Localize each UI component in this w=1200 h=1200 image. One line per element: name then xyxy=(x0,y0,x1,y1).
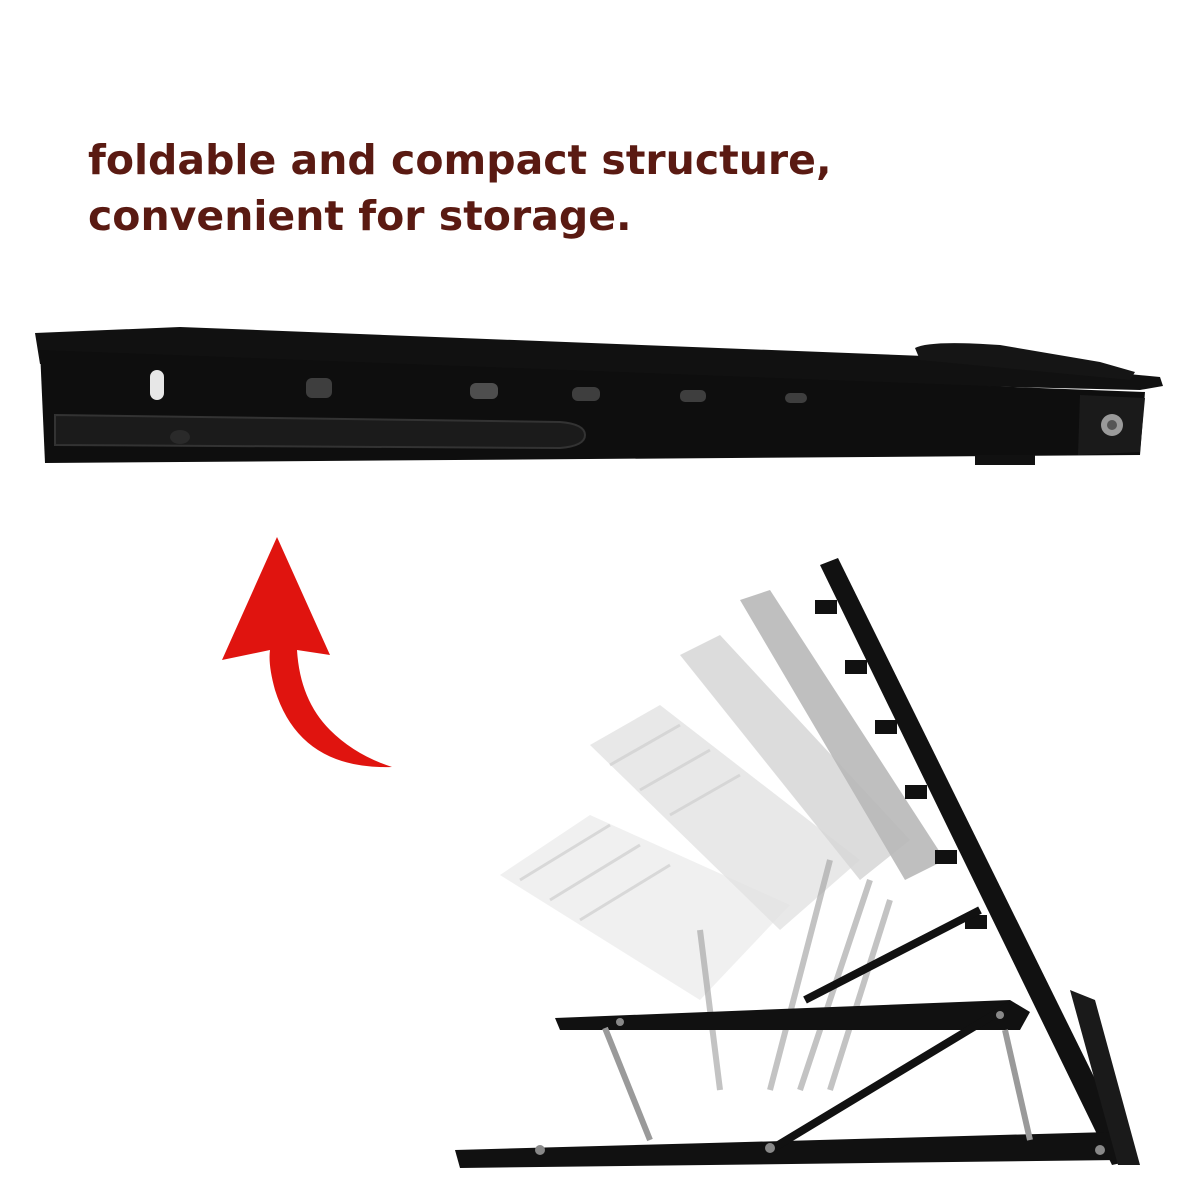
caption-line-2: convenient for storage. xyxy=(88,192,632,240)
caption: foldable and compact structure, convenie… xyxy=(88,132,832,244)
folded-stand xyxy=(35,327,1163,465)
caption-line-1: foldable and compact structure, xyxy=(88,136,832,184)
curved-up-arrow-icon xyxy=(222,537,392,768)
open-stand xyxy=(455,558,1140,1168)
